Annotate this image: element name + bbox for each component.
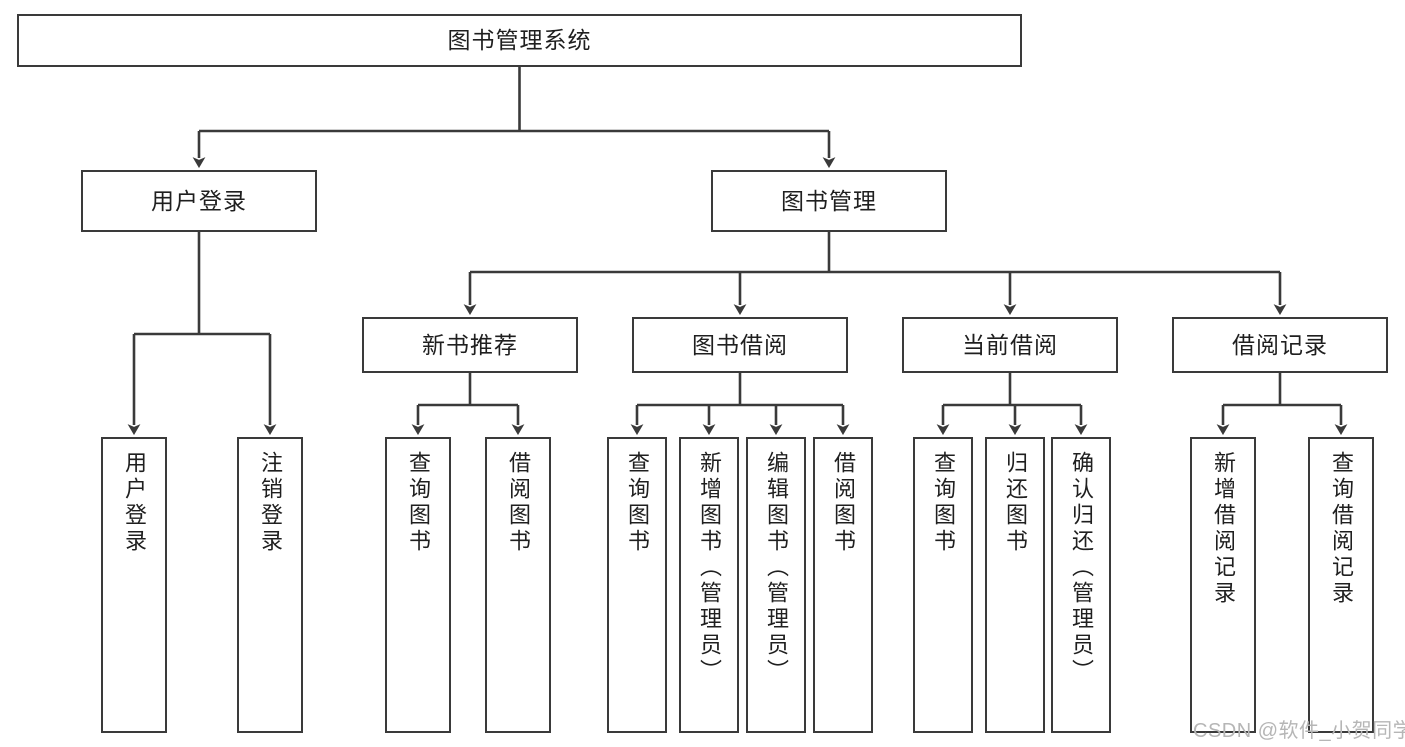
node-new-book-recommend-label: 新书推荐	[422, 331, 518, 358]
leaf-user-login-label: 用户登录	[122, 451, 147, 555]
node-current-borrow[interactable]: 当前借阅	[902, 317, 1118, 373]
leaf-borrow-book-recommend[interactable]: 借阅图书	[485, 437, 551, 733]
leaf-edit-book-admin-label: 编辑图书（管理员）	[764, 451, 789, 685]
leaf-query-borrow-record[interactable]: 查询借阅记录	[1308, 437, 1374, 733]
leaf-user-login[interactable]: 用户登录	[101, 437, 167, 733]
leaf-borrow-book-recommend-label: 借阅图书	[506, 451, 531, 555]
leaf-logout-label: 注销登录	[258, 451, 283, 555]
leaf-add-book-admin[interactable]: 新增图书（管理员）	[679, 437, 739, 733]
leaf-borrow-book[interactable]: 借阅图书	[813, 437, 873, 733]
leaf-edit-book-admin[interactable]: 编辑图书（管理员）	[746, 437, 806, 733]
node-root-label: 图书管理系统	[447, 27, 592, 54]
leaf-confirm-return-admin-label: 确认归还（管理员）	[1069, 451, 1094, 685]
node-borrow-record[interactable]: 借阅记录	[1172, 317, 1388, 373]
leaf-confirm-return-admin[interactable]: 确认归还（管理员）	[1051, 437, 1111, 733]
leaf-query-book-recommend[interactable]: 查询图书	[385, 437, 451, 733]
leaf-query-borrow-record-label: 查询借阅记录	[1329, 451, 1354, 607]
leaf-return-book-label: 归还图书	[1003, 451, 1028, 555]
leaf-query-book-borrow[interactable]: 查询图书	[607, 437, 667, 733]
node-new-book-recommend[interactable]: 新书推荐	[362, 317, 578, 373]
node-book-management-label: 图书管理	[781, 187, 877, 214]
leaf-query-book-borrow-label: 查询图书	[625, 451, 650, 555]
node-borrow-record-label: 借阅记录	[1232, 331, 1328, 358]
node-user-login[interactable]: 用户登录	[81, 170, 317, 232]
leaf-query-book-current[interactable]: 查询图书	[913, 437, 973, 733]
leaf-add-book-admin-label: 新增图书（管理员）	[697, 451, 722, 685]
leaf-query-book-recommend-label: 查询图书	[406, 451, 431, 555]
leaf-query-book-current-label: 查询图书	[931, 451, 956, 555]
node-user-login-label: 用户登录	[151, 187, 247, 214]
leaf-add-borrow-record-label: 新增借阅记录	[1211, 451, 1236, 607]
node-book-management[interactable]: 图书管理	[711, 170, 947, 232]
leaf-logout[interactable]: 注销登录	[237, 437, 303, 733]
node-book-borrow-label: 图书借阅	[692, 331, 788, 358]
node-current-borrow-label: 当前借阅	[962, 331, 1058, 358]
node-book-borrow[interactable]: 图书借阅	[632, 317, 848, 373]
leaf-return-book[interactable]: 归还图书	[985, 437, 1045, 733]
leaf-add-borrow-record[interactable]: 新增借阅记录	[1190, 437, 1256, 733]
leaf-borrow-book-label: 借阅图书	[831, 451, 856, 555]
node-root[interactable]: 图书管理系统	[17, 14, 1022, 67]
